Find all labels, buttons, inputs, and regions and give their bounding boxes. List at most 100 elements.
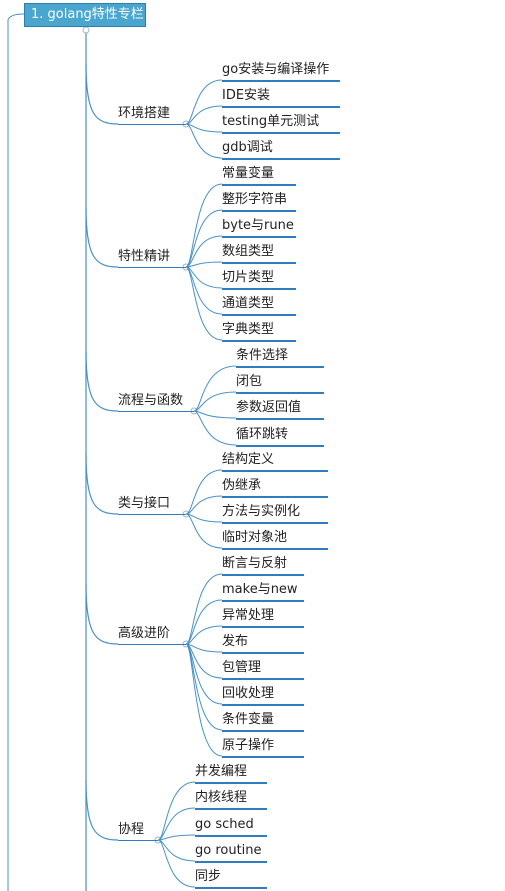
leaf-node-label[interactable]: byte与rune	[222, 218, 294, 233]
leaf-underline	[195, 861, 267, 863]
leaf-node-label[interactable]: make与new	[222, 582, 298, 597]
leaf-node-label[interactable]: 切片类型	[222, 270, 275, 285]
root-node[interactable]: 1. golang特性专栏	[24, 3, 146, 27]
branch-node-label[interactable]: 类与接口	[118, 496, 171, 511]
leaf-underline	[195, 808, 267, 810]
leaf-node-label[interactable]: 结构定义	[222, 452, 275, 467]
root-left-line	[7, 13, 25, 891]
branch-connector	[85, 350, 119, 412]
leaf-underline	[222, 652, 304, 654]
leaf-connector	[185, 643, 223, 705]
leaf-underline	[222, 704, 304, 706]
leaf-connector	[185, 79, 223, 125]
branch-underline	[118, 267, 186, 268]
leaf-underline	[222, 548, 328, 550]
leaf-connector	[157, 807, 196, 841]
leaf-connector	[185, 599, 223, 645]
leaf-connector	[185, 469, 223, 515]
leaf-underline	[222, 314, 296, 316]
leaf-node-label[interactable]: go安装与编译操作	[222, 62, 330, 77]
leaf-underline	[222, 262, 296, 264]
leaf-connector	[185, 266, 223, 341]
leaf-underline	[222, 678, 304, 680]
leaf-underline	[222, 522, 328, 524]
branch-node-label[interactable]: 环境搭建	[118, 106, 171, 121]
leaf-node-label[interactable]: 异常处理	[222, 608, 275, 623]
leaf-underline	[222, 756, 304, 758]
leaf-connector	[193, 410, 237, 419]
leaf-connector	[185, 235, 223, 268]
leaf-underline	[222, 626, 304, 628]
leaf-connector	[193, 365, 237, 412]
leaf-node-label[interactable]: 方法与实例化	[222, 504, 301, 519]
leaf-node-label[interactable]: 循环跳转	[236, 427, 289, 442]
leaf-underline	[222, 730, 304, 732]
leaf-underline	[195, 835, 267, 837]
branch-node-label[interactable]: 流程与函数	[118, 393, 184, 408]
leaf-underline	[195, 782, 267, 784]
leaf-node-label[interactable]: 整形字符串	[222, 192, 288, 207]
leaf-underline	[222, 600, 304, 602]
leaf-connector	[157, 839, 196, 862]
leaf-node-label[interactable]: 并发编程	[195, 764, 248, 779]
branch-underline	[118, 840, 158, 841]
leaf-node-label[interactable]: 内核线程	[195, 790, 248, 805]
leaf-node-label[interactable]: 发布	[222, 634, 249, 649]
leaf-node-label[interactable]: 同步	[195, 869, 222, 884]
leaf-node-label[interactable]: 临时对象池	[222, 530, 288, 545]
leaf-node-label[interactable]: go routine	[195, 843, 262, 858]
leaf-underline	[222, 80, 340, 82]
leaf-node-label[interactable]: 条件选择	[236, 348, 289, 363]
branch-node-label[interactable]: 特性精讲	[118, 249, 171, 264]
root-collapse-toggle[interactable]	[82, 26, 90, 34]
leaf-underline	[222, 340, 296, 342]
leaf-connector	[185, 209, 223, 268]
branch-underline	[118, 514, 186, 515]
branch-node-label[interactable]: 协程	[118, 822, 145, 837]
leaf-connector	[185, 643, 223, 757]
leaf-connector	[185, 625, 223, 645]
leaf-underline	[222, 132, 340, 134]
leaf-underline	[222, 496, 328, 498]
leaf-connector	[185, 513, 223, 549]
leaf-underline	[222, 236, 296, 238]
root-node-label: 1. golang特性专栏	[31, 7, 144, 22]
branch-connector	[85, 779, 119, 841]
branch-underline	[118, 411, 194, 412]
branch-underline	[118, 644, 186, 645]
leaf-node-label[interactable]: 条件变量	[222, 712, 275, 727]
leaf-node-label[interactable]: 数组类型	[222, 244, 275, 259]
leaf-node-label[interactable]: 常量变量	[222, 166, 275, 181]
leaf-node-label[interactable]: go sched	[195, 817, 254, 832]
leaf-underline	[236, 445, 324, 447]
leaf-connector	[157, 834, 196, 841]
leaf-node-label[interactable]: 字典类型	[222, 322, 275, 337]
branch-underline	[118, 124, 186, 125]
leaf-node-label[interactable]: 回收处理	[222, 686, 275, 701]
branch-node-label[interactable]: 高级进阶	[118, 626, 171, 641]
leaf-node-label[interactable]: gdb调试	[222, 140, 273, 155]
leaf-underline	[222, 106, 340, 108]
leaf-node-label[interactable]: 原子操作	[222, 738, 275, 753]
branch-connector	[85, 206, 119, 268]
leaf-node-label[interactable]: testing单元测试	[222, 114, 320, 129]
leaf-underline	[222, 470, 328, 472]
leaf-node-label[interactable]: 参数返回值	[236, 400, 302, 415]
leaf-underline	[236, 418, 324, 420]
leaf-underline	[222, 288, 296, 290]
leaf-node-label[interactable]: 闭包	[236, 374, 263, 389]
branch-connector	[85, 583, 119, 645]
leaf-underline	[222, 574, 304, 576]
leaf-node-label[interactable]: IDE安装	[222, 88, 271, 103]
leaf-node-label[interactable]: 包管理	[222, 660, 262, 675]
leaf-connector	[185, 183, 223, 268]
leaf-node-label[interactable]: 伪继承	[222, 478, 262, 493]
leaf-underline	[222, 184, 296, 186]
branch-connector	[85, 453, 119, 515]
leaf-underline	[195, 887, 267, 889]
leaf-connector	[185, 261, 223, 268]
leaf-node-label[interactable]: 通道类型	[222, 296, 275, 311]
leaf-node-label[interactable]: 断言与反射	[222, 556, 288, 571]
leaf-connector	[185, 123, 223, 159]
